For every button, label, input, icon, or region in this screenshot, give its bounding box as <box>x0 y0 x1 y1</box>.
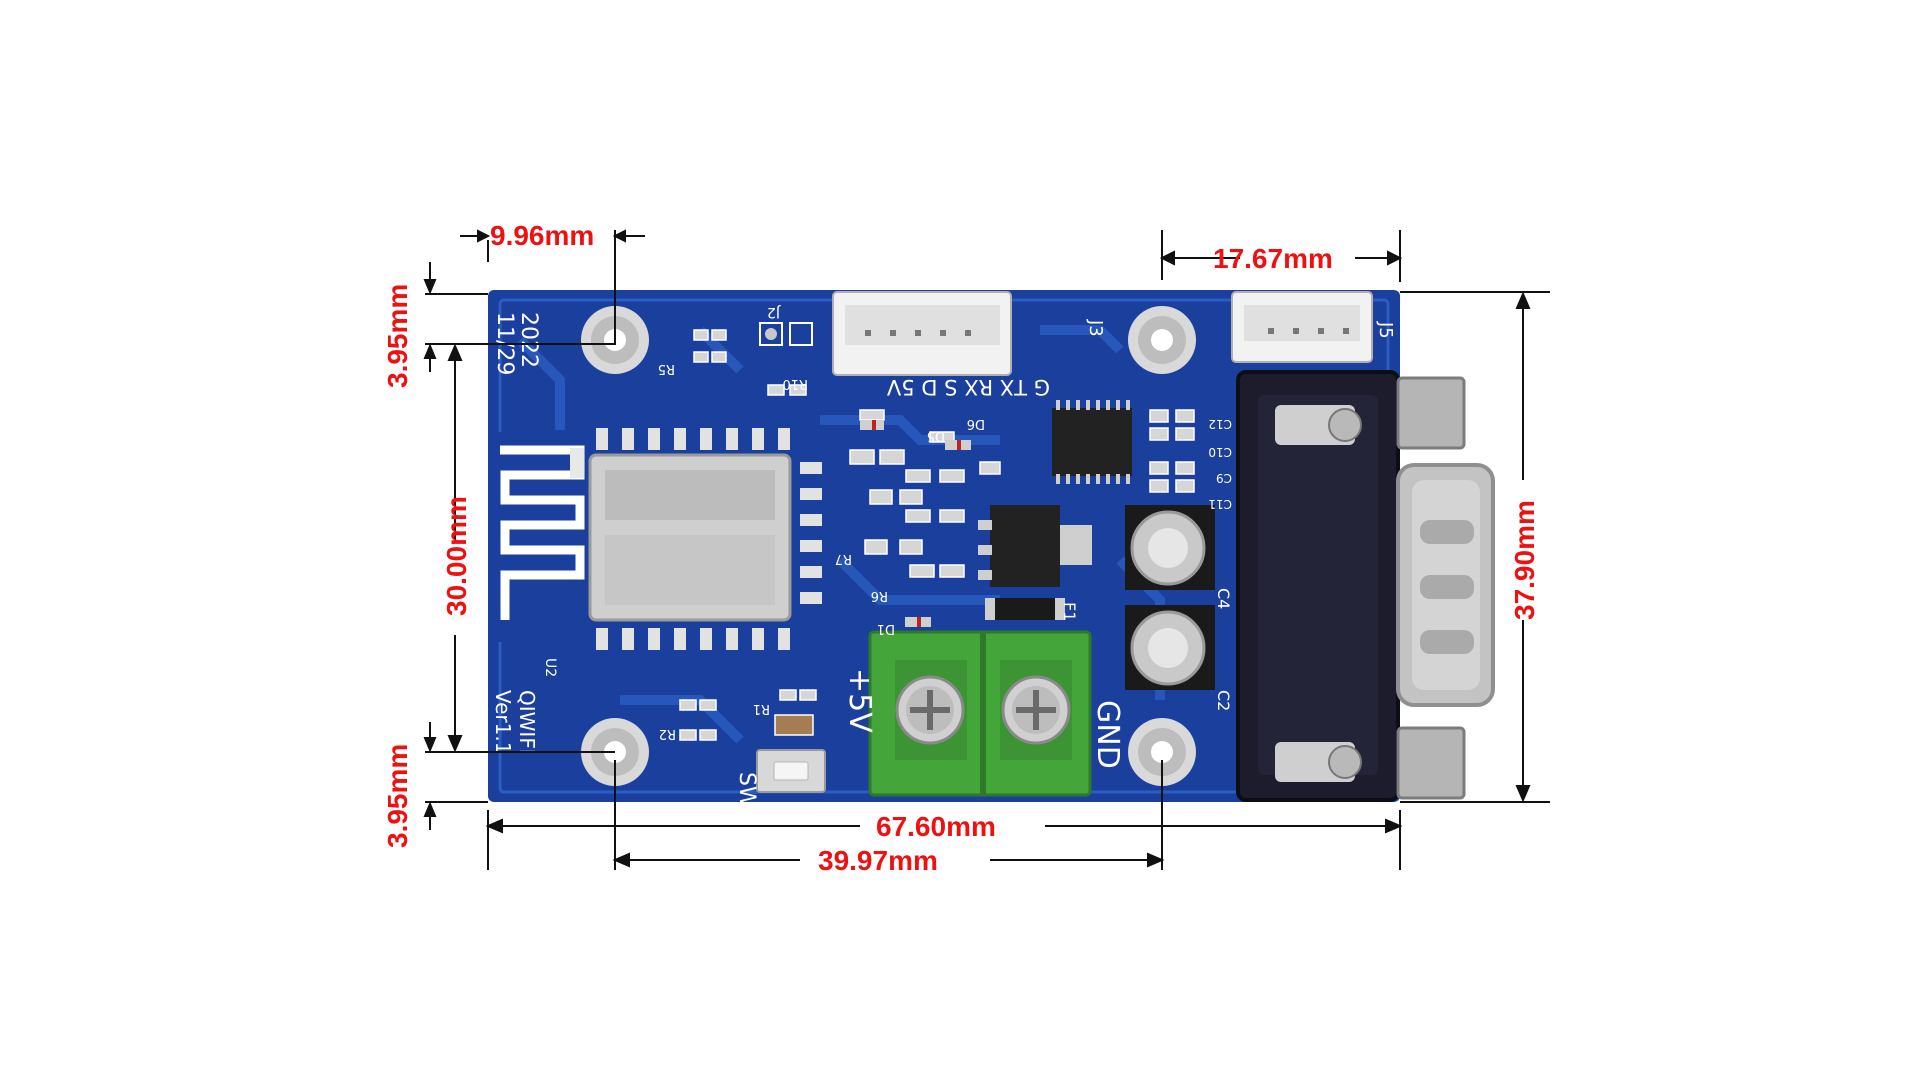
pcb-traces <box>516 325 1165 744</box>
dim-hole-pitch-y: 30.00mm <box>441 496 472 616</box>
ref-d1: D1 <box>877 621 895 636</box>
silkscreen-labels: 2022 11/29 QIWIFI Ver1.1 G TX RX S D 5V … <box>491 304 1396 822</box>
ref-c10: C10 <box>1208 445 1232 459</box>
ref-j3: J3 <box>1085 319 1106 337</box>
ref-c11: C11 <box>1208 497 1232 511</box>
uart-ic <box>1052 400 1132 484</box>
dim-hole-pitch-x: 39.97mm <box>818 845 938 876</box>
ref-c12: C12 <box>1208 417 1232 431</box>
board-date-year: 2022 <box>516 312 541 368</box>
ref-j2: J2 <box>767 304 781 320</box>
pin-header-label: G TX RX S D 5V <box>886 375 1050 399</box>
ref-r1: R1 <box>753 701 770 716</box>
reset-button <box>756 749 826 793</box>
wifi-module <box>488 428 822 650</box>
db9-screw-bottom <box>1275 742 1362 782</box>
ref-c9: C9 <box>1216 471 1232 485</box>
dim-hole-offset-x: 9.96mm <box>490 220 594 251</box>
db9-connector <box>1236 370 1495 802</box>
capacitor-c2 <box>1125 605 1215 690</box>
fuse-f1 <box>985 598 1065 620</box>
dim-board-width: 67.60mm <box>876 811 996 842</box>
power-gnd-label: GND <box>1090 700 1125 769</box>
connector-j5 <box>1231 291 1373 363</box>
capacitor-c4 <box>1125 505 1215 590</box>
ref-d6: D6 <box>967 416 985 431</box>
board-name: QIWIFI <box>515 690 539 755</box>
board-version: Ver1.1 <box>491 690 515 754</box>
module-pins <box>596 428 822 650</box>
dim-board-height: 37.90mm <box>1509 500 1540 620</box>
mounting-hole-bottom-right <box>1128 718 1196 786</box>
dim-bottom-offset-y: 3.95mm <box>382 744 413 848</box>
dimension-labels: 9.96mm 17.67mm 3.95mm 30.00mm 3.95mm 37.… <box>382 220 1540 876</box>
module-label: U2 <box>542 658 558 677</box>
ref-c4: C4 <box>1214 588 1233 609</box>
db9-screw-top <box>1275 405 1362 445</box>
ref-r10: R10 <box>782 376 808 391</box>
dim-top-offset-y: 3.95mm <box>382 284 413 388</box>
ref-f1: F1 <box>1060 602 1079 621</box>
mounting-hole-top-right <box>1128 306 1196 374</box>
ref-r5: R5 <box>658 361 675 376</box>
pin-header-j2 <box>759 322 813 346</box>
terminal-block <box>868 630 1092 797</box>
power-plus-label: +5V <box>842 668 877 733</box>
ref-r6: R6 <box>871 588 888 603</box>
ref-j5: J5 <box>1375 321 1396 339</box>
smd-components <box>679 329 1195 741</box>
ref-r2: R2 <box>659 726 676 741</box>
button-label: SW1 <box>734 772 759 822</box>
dimension-lines <box>423 229 1550 870</box>
ref-c2: C2 <box>1214 690 1233 711</box>
ref-d5: D5 <box>927 428 945 443</box>
dim-connector-depth: 17.67mm <box>1213 243 1333 274</box>
ref-r7: R7 <box>835 551 852 566</box>
connector-j3 <box>832 291 1012 376</box>
regulator-ic <box>978 505 1092 587</box>
